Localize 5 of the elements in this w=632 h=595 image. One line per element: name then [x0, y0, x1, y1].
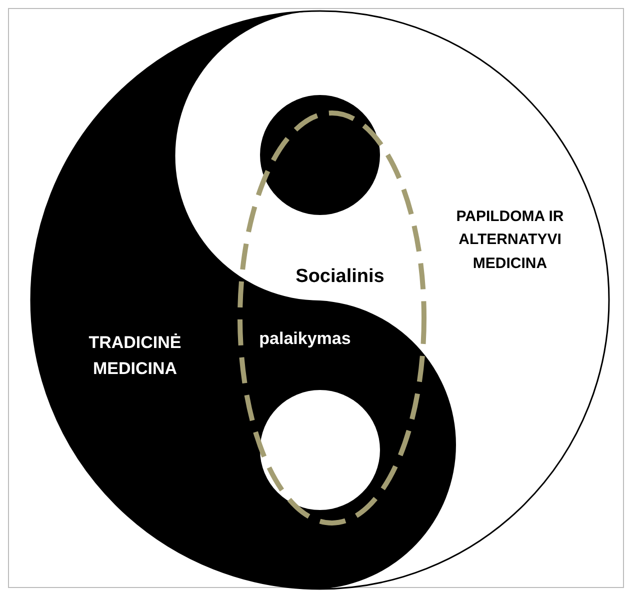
heading-text: Socialinis — [294, 265, 386, 289]
region-label: TRADICINĖ MEDICINA — [88, 332, 182, 380]
dashed-ellipse — [238, 110, 426, 526]
region-label: PAPILDOMA IR ALTERNATYVI MEDICINA — [455, 207, 565, 274]
body-text: palaikymas — [258, 328, 352, 350]
